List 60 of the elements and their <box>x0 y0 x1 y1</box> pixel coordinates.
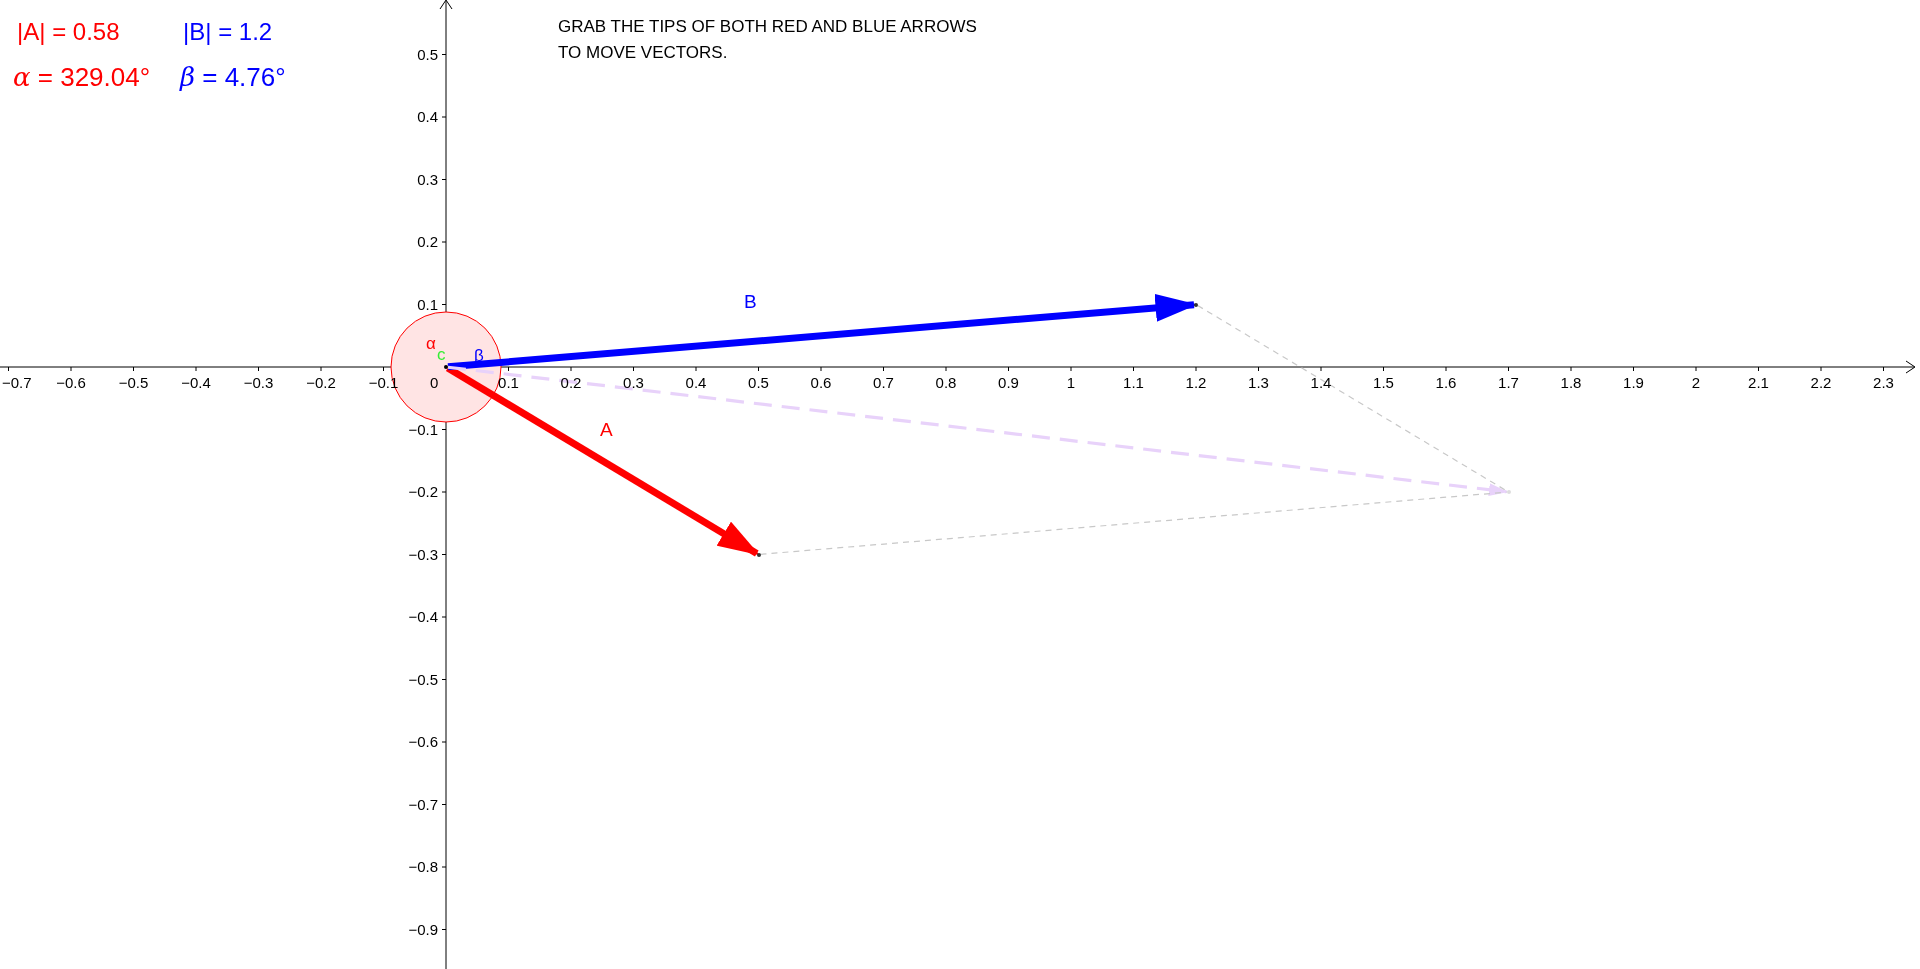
tick-label: 0.1 <box>498 375 519 390</box>
tick-label: −0.5 <box>408 671 438 687</box>
tick-label: 1.6 <box>1435 375 1457 390</box>
magnitude-readout: |A| = 0.58 <box>17 20 120 44</box>
tick-label: 0.5 <box>748 375 769 390</box>
tick-label: 0.3 <box>623 375 644 390</box>
tick-label: 1.9 <box>1623 375 1644 390</box>
tick-label: 0.8 <box>935 375 957 390</box>
tick-label: 0.5 <box>417 46 438 62</box>
tick-label: 1.5 <box>1373 375 1394 390</box>
tick-label: 0.4 <box>685 375 707 390</box>
vector-label: B <box>742 292 759 311</box>
angle-readout: β = 4.76° <box>180 64 286 90</box>
vector-tip-point <box>756 552 761 557</box>
vector-tip-point <box>1506 490 1511 494</box>
tick-label: 0.6 <box>810 375 832 390</box>
tick-label: −0.1 <box>408 421 438 437</box>
tick-label: 2.3 <box>1873 375 1894 390</box>
tick-label: −0.8 <box>408 859 438 874</box>
tick-label: −0.6 <box>408 734 438 749</box>
point-label: c <box>437 346 446 363</box>
vector-tip-point <box>1194 302 1198 307</box>
tick-label: 2 <box>1691 375 1701 390</box>
tick-label: 1.7 <box>1498 375 1519 390</box>
tick-label: 0.7 <box>873 375 894 390</box>
tick-label: −0.2 <box>306 375 336 390</box>
tick-label: 0.1 <box>417 296 438 312</box>
tick-label: −0.3 <box>243 375 274 390</box>
tick-label: 0.3 <box>417 171 438 187</box>
angle-label: α <box>426 335 436 352</box>
tick-label: −0.4 <box>408 609 438 624</box>
tick-label: −0.9 <box>408 921 438 937</box>
vector-arrow <box>447 365 1509 497</box>
tick-label: 1.2 <box>1185 375 1207 390</box>
tick-label: −0.4 <box>181 375 211 390</box>
tick-label: 2.2 <box>1810 375 1832 390</box>
tick-label: 1.3 <box>1248 375 1269 390</box>
tick-label: 1 <box>1066 375 1076 390</box>
tick-label: 1.4 <box>1310 375 1332 390</box>
tick-label: 0.9 <box>998 375 1019 390</box>
tick-label: 1.8 <box>1560 375 1582 390</box>
construction-line <box>759 491 1508 555</box>
tick-label: −0.2 <box>408 484 438 499</box>
tick-label: 2.1 <box>1748 375 1769 390</box>
tick-label: 0.2 <box>417 234 438 249</box>
tick-label: 0.2 <box>560 375 582 390</box>
construction-line <box>1197 304 1508 492</box>
tick-label: −0.5 <box>118 375 149 390</box>
vector-label: A <box>598 420 615 439</box>
tick-label: 0.4 <box>417 109 438 124</box>
instruction-text: GRAB THE TIPS OF BOTH RED AND BLUE ARROWS TO MOVE VECTORS. <box>558 16 978 64</box>
tick-label: −0.6 <box>56 375 86 390</box>
tick-label: −0.7 <box>2 375 32 390</box>
tick-label: 1.1 <box>1123 375 1144 390</box>
tick-label: −0.7 <box>408 796 438 812</box>
tick-label: −0.3 <box>408 546 438 562</box>
angle-readout: α = 329.04° <box>13 64 151 90</box>
origin-point <box>444 365 448 369</box>
tick-label: 0 <box>430 375 439 390</box>
magnitude-readout: |B| = 1.2 <box>183 20 273 44</box>
